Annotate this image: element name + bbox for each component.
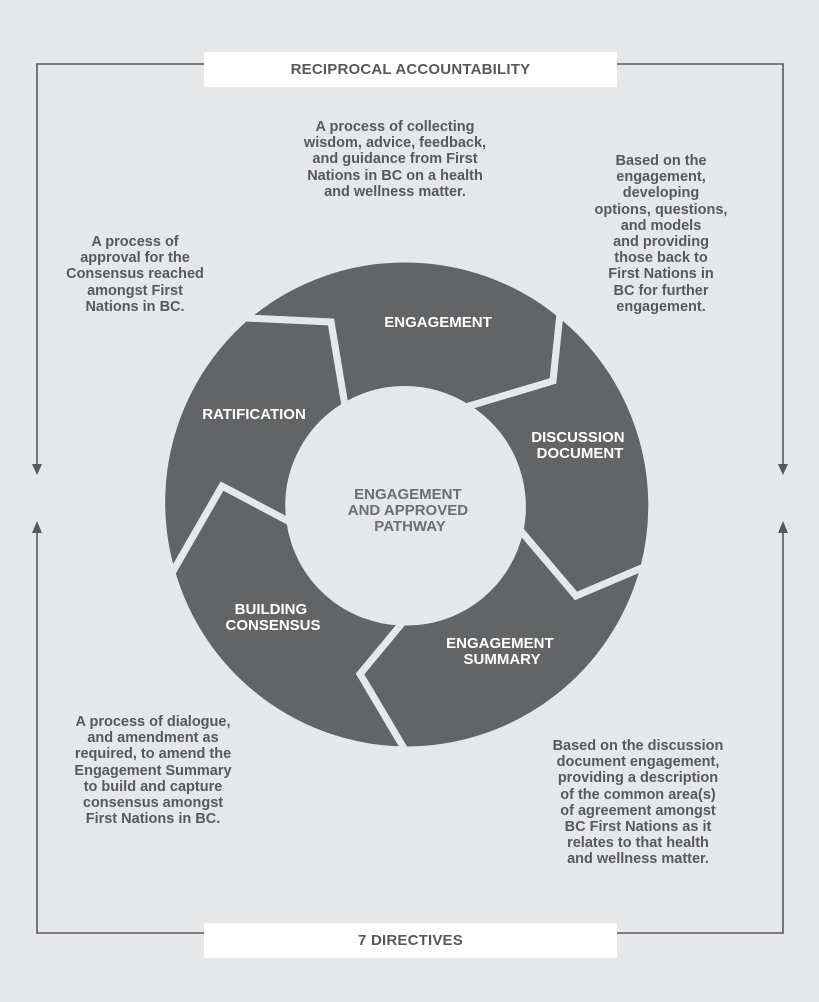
arrow-down-right-icon: [778, 464, 788, 475]
description-ratification: A process of approval for the Consensus …: [66, 234, 204, 315]
description-engagement: A process of collecting wisdom, advice, …: [303, 119, 487, 200]
segment-engagement: [235, 255, 564, 412]
description-engagement-summary: Based on the discussion document engagem…: [552, 738, 724, 868]
segment-label-engagement-summary: ENGAGEMENT SUMMARY: [446, 635, 558, 668]
center-label-pathway: ENGAGEMENT AND APPROVED PATHWAY: [348, 486, 472, 535]
segment-label-ratification: RATIFICATION: [202, 406, 306, 423]
seven-directives-label: 7 DIRECTIVES: [204, 923, 617, 958]
segment-label-engagement: ENGAGEMENT: [384, 314, 492, 331]
frame-line-bottom-left: [36, 530, 204, 934]
description-discussion-document: Based on the engagement, developing opti…: [594, 153, 728, 315]
segment-ratification: [158, 314, 349, 582]
segment-label-discussion-document: DISCUSSION DOCUMENT: [531, 429, 629, 462]
segment-label-building-consensus: BUILDING CONSENSUS: [225, 601, 320, 634]
arrow-up-right-icon: [778, 521, 788, 533]
frame-line-top-left: [36, 63, 204, 468]
description-building-consensus: A process of dialogue, and amendment as …: [74, 714, 232, 828]
arrow-up-left-icon: [32, 521, 42, 533]
arrow-down-left-icon: [32, 464, 42, 475]
frame-line-bottom-right: [617, 530, 784, 934]
frame-line-top-right: [617, 63, 784, 468]
reciprocal-accountability-label: RECIPROCAL ACCOUNTABILITY: [204, 52, 617, 87]
